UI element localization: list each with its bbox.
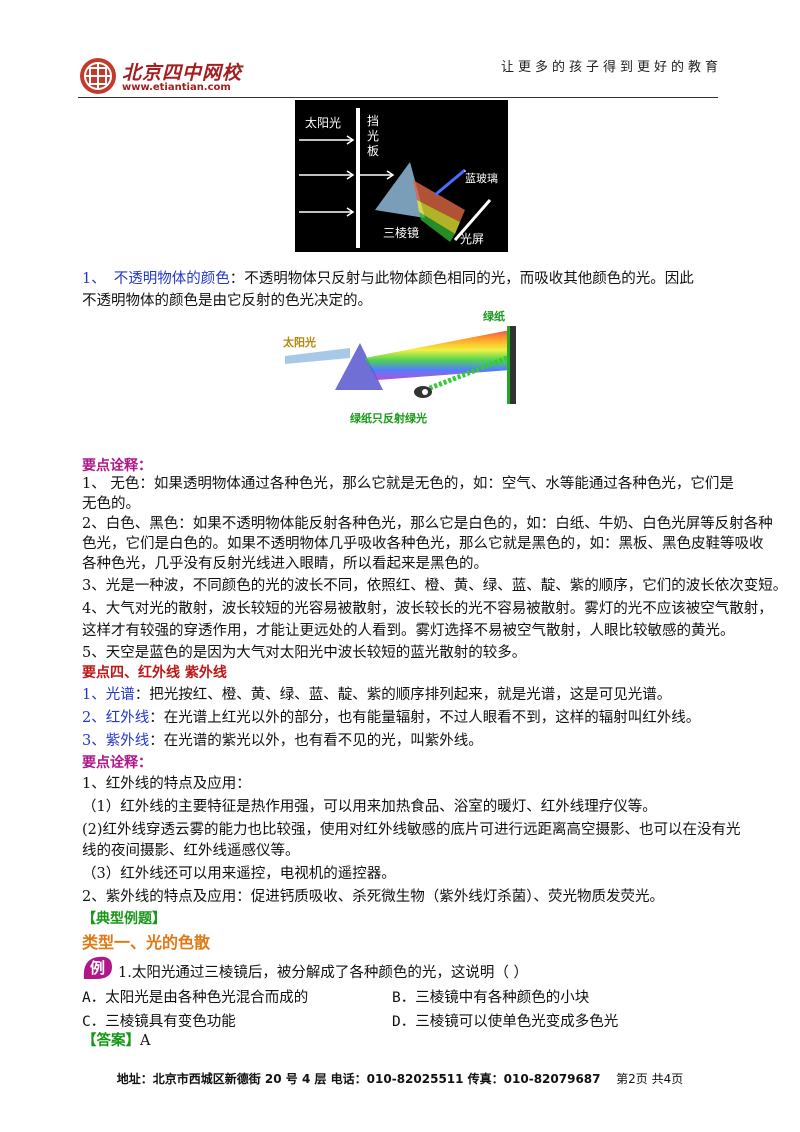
header-divider [78, 97, 718, 98]
prism-blue-glass-figure: 太阳光 挡 光 板 蓝玻璃 三棱镜 光屏 [295, 100, 508, 252]
example-badge-icon: 例 [82, 955, 114, 981]
notes2-line-3: (2)红外线穿透云雾的能力也比较强，使用对红外线敏感的底片可进行远距离高空摄影、… [82, 822, 741, 838]
notes1-line-7: 4、大气对光的散射，波长较短的光容易被散射，波长较长的光不容易被散射。雾灯的光不… [82, 601, 773, 617]
page-footer: 地址：北京市西城区新德街 20 号 4 层 电话：010-82025511 传真… [0, 1070, 800, 1087]
s1-term: 不透明物体的颜色 [113, 271, 230, 287]
fig2-caption: 绿纸只反射绿光 [350, 411, 427, 425]
fig1-prism-label: 三棱镜 [383, 225, 419, 240]
option-a: A．太阳光是由各种色光混合而成的 [82, 990, 309, 1006]
logo-url: www.etiantian.com [122, 82, 231, 93]
s1-line2: 不透明物体的颜色是由它反射的色光决定的。 [82, 293, 372, 309]
s1-num: 1、 [82, 271, 106, 287]
fig1-board-label-1: 挡 [367, 114, 379, 128]
notes1-line-8: 这样才有较强的穿透作用，才能让更远处的人看到。雾灯选择不易被空气散射，人眼比较敏… [82, 623, 735, 639]
notes2-line-6: 2、紫外线的特点及应用：促进钙质吸收、杀死微生物（紫外线灯杀菌）、荧光物质发荧光… [82, 889, 664, 905]
fig1-board-label-2: 光 [367, 129, 379, 143]
notes1-line-1: 1、 无色：如果透明物体通过各种色光，那么它就是无色的，如：空气、水等能通过各种… [82, 476, 734, 492]
footer-address: 地址：北京市西城区新德街 20 号 4 层 电话：010-82025511 传真… [116, 1072, 601, 1086]
option-b: B．三棱镜中有各种颜色的小块 [392, 990, 590, 1006]
notes1-line-2: 无色的。 [82, 496, 140, 512]
section4-title: 要点四、红外线 紫外线 [82, 665, 227, 681]
option-c: C．三棱镜具有变色功能 [82, 1014, 236, 1030]
example-question: 1.太阳光通过三棱镜后，被分解成了各种颜色的光，这说明（ ） [118, 965, 528, 981]
notes2-line-1: 1、红外线的特点及应用： [82, 776, 251, 792]
opaque-color-paragraph: 1、不透明物体的颜色：不透明物体只反射与此物体颜色相同的光，而吸收其他颜色的光。… [82, 268, 722, 290]
notes2-line-5: （3）红外线还可以用来遥控，电视机的遥控器。 [82, 866, 396, 882]
section4-item-3: 3、紫外线：在光谱的紫光以外，也有看不见的光，叫紫外线。 [82, 733, 483, 749]
answer-label: 【答案】 [82, 1032, 140, 1049]
fig2-sunlight-label: 太阳光 [282, 335, 316, 349]
fig2-green-paper-label: 绿纸 [483, 309, 505, 323]
header-slogan: 让更多的孩子得到更好的教育 [500, 60, 722, 75]
fig1-sunlight-label: 太阳光 [305, 115, 341, 130]
answer-line: 【答案】A [82, 1030, 722, 1052]
answer-value: A [140, 1033, 151, 1049]
notes2-title: 要点诠释： [82, 755, 152, 771]
notes1-line-3: 2、白色、黑色：如果不透明物体能反射各种色光，那么它是白色的，如：白纸、牛奶、白… [82, 516, 773, 532]
section4-item-2: 2、红外线：在光谱上红光以外的部分，也有能量辐射，不过人眼看不到，这样的辐射叫红… [82, 710, 701, 726]
option-d: D．三棱镜可以使单色光变成多色光 [392, 1014, 619, 1030]
logo: 北京四中网校 www.etiantian.com [78, 52, 278, 104]
notes2-line-2: （1）红外线的主要特征是热作用强，可以用来加热食品、浴室的暖灯、红外线理疗仪等。 [82, 799, 657, 815]
fig1-blue-glass-label: 蓝玻璃 [465, 171, 498, 185]
type1-heading: 类型一、光的色散 [82, 933, 211, 952]
notes1-line-9: 5、天空是蓝色的是因为大气对太阳光中波长较短的蓝光散射的较多。 [82, 645, 527, 661]
fig1-board-label-3: 板 [367, 144, 379, 158]
logo-name: 北京四中网校 [122, 62, 243, 84]
notes1-line-5: 各种色光，几乎没有反射光线进入眼睛，所以看起来是黑色的。 [82, 556, 488, 572]
s1-line1: ：不透明物体只反射与此物体颜色相同的光，而吸收其他颜色的光。因此 [229, 271, 694, 287]
fig1-screen-label: 光屏 [460, 232, 484, 246]
notes1-line-4: 色光，它们是白色的。如果不透明物体几乎吸收各种色光，那么它就是黑色的，如：黑板、… [82, 536, 764, 552]
section4-item-1: 1、光谱：把光按红、橙、黄、绿、蓝、靛、紫的顺序排列起来，就是光谱，这是可见光谱… [82, 687, 672, 703]
example-badge-label: 例 [90, 959, 106, 977]
green-paper-figure: 太阳光 绿纸 绿纸只反射绿光 [282, 309, 516, 425]
school-seal-icon [80, 58, 116, 94]
notes1-title: 要点诠释： [82, 458, 152, 474]
examples-title: 【典型例题】 [82, 911, 166, 927]
notes1-line-6: 3、光是一种波，不同颜色的光的波长不同，依照红、橙、黄、绿、蓝、靛、紫的顺序，它… [82, 578, 788, 594]
notes2-line-4: 线的夜间摄影、红外线遥感仪等。 [82, 843, 300, 859]
footer-page-number: 第2页 共4页 [616, 1072, 684, 1086]
